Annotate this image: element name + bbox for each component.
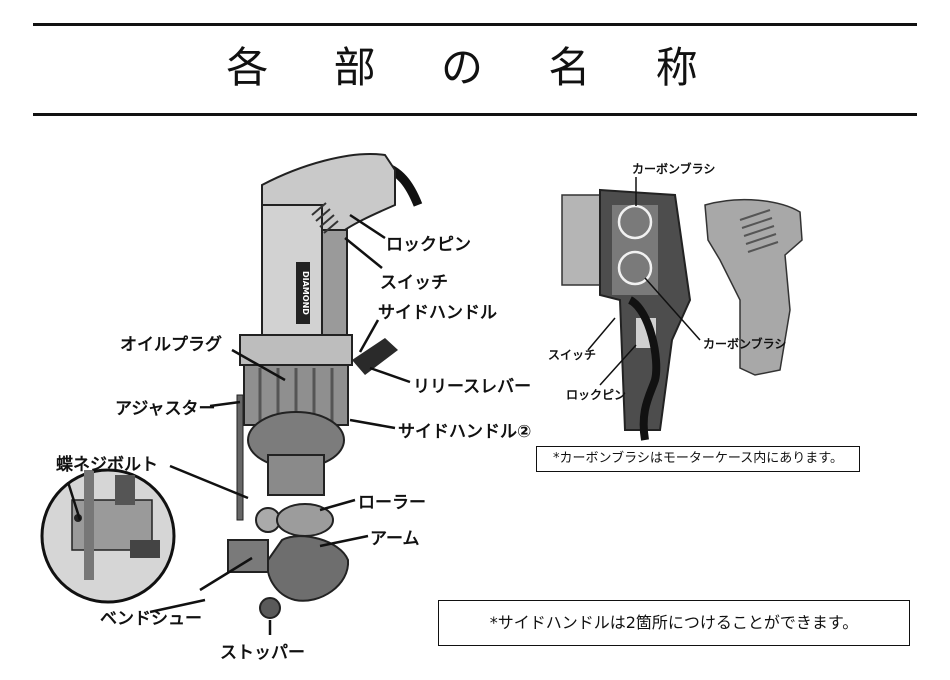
label-roller: ローラー	[358, 493, 426, 513]
label-release-lever: リリースレバー	[413, 377, 532, 397]
label-adjuster: アジャスター	[115, 399, 216, 419]
label-bend-shoe: ベンドシュー	[100, 609, 202, 629]
top-rule	[33, 23, 917, 26]
label-switch: スイッチ	[380, 273, 448, 293]
page-title: 各 部 の 名 称	[226, 43, 724, 92]
label-arm: アーム	[370, 529, 420, 549]
bolt-detail-inset	[40, 468, 176, 604]
label-side-handle: サイドハンドル	[378, 303, 497, 323]
side-handle-note: *サイドハンドルは2箇所につけることができます。	[438, 600, 910, 646]
brand-plate: DIAMOND	[301, 271, 310, 315]
bottom-rule	[33, 113, 917, 116]
label-side-handle-2: サイドハンドル②	[398, 422, 532, 442]
label-detail-lock-pin: ロックピン	[566, 388, 627, 402]
leader-lines	[66, 213, 411, 635]
label-stopper: ストッパー	[220, 643, 305, 663]
label-lock-pin: ロックピン	[386, 235, 471, 255]
carbon-brush-detail	[561, 188, 803, 441]
label-carbon-brush-top: カーボンブラシ	[632, 162, 716, 176]
label-oil-plug: オイルプラグ	[120, 335, 222, 355]
carbon-brush-note: *カーボンブラシはモーターケース内にあります。	[536, 446, 860, 472]
label-butterfly-bolt: 蝶ネジボルト	[56, 455, 158, 475]
bender-tool-figure	[227, 153, 423, 619]
label-carbon-brush-right: カーボンブラシ	[703, 337, 787, 351]
label-detail-switch: スイッチ	[548, 348, 597, 362]
